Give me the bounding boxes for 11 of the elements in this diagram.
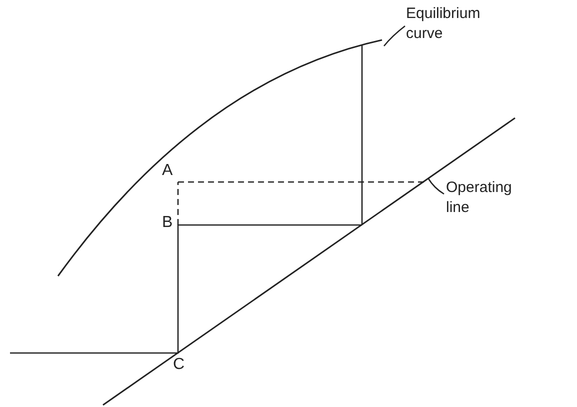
point-label: B: [162, 214, 173, 232]
operating-line: [102, 117, 516, 406]
equilibrium-curve: [57, 39, 382, 276]
point-label: C: [173, 356, 185, 374]
construction-line: [361, 45, 363, 225]
leader-line: [384, 25, 406, 46]
point-label: A: [162, 162, 173, 180]
curve-label: Operating line: [446, 178, 513, 218]
curve-label: Equilibrium curve: [406, 4, 482, 44]
construction-line: [178, 181, 424, 183]
leader-line: [427, 178, 444, 195]
